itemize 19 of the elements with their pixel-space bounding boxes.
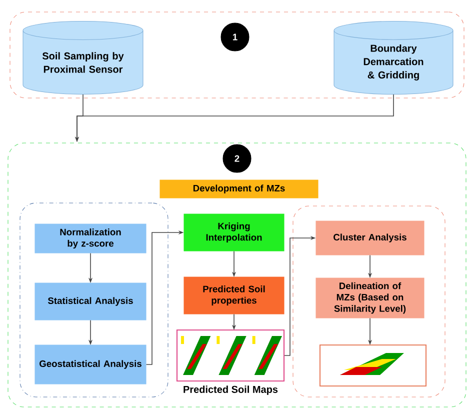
step-number: 1 xyxy=(220,22,250,52)
process-box: Development of MZs xyxy=(160,180,318,198)
process-box: Cluster Analysis xyxy=(316,220,424,256)
process-box: Statistical Analysis xyxy=(34,282,146,320)
process-box: Geostatistical Analysis xyxy=(34,344,146,384)
step-number: 2 xyxy=(222,144,252,173)
maps-panel: Predicted Soil Maps xyxy=(176,329,285,395)
group-frame xyxy=(20,202,168,398)
map-panel xyxy=(319,344,427,387)
process-box: Normalization by z-score xyxy=(34,224,146,254)
process-box: Predicted Soil properties xyxy=(184,276,284,314)
group-frame xyxy=(8,142,466,408)
data-cylinder: Soil Sampling by Proximal Sensor xyxy=(22,20,144,95)
group-frame xyxy=(10,12,464,98)
data-cylinder: Boundary Demarcation & Gridding xyxy=(334,21,454,95)
group-frame xyxy=(292,206,446,398)
process-box: Kriging Interpolation xyxy=(184,214,284,252)
process-box: Delineation of MZs (Based on Similarity Level) xyxy=(316,278,424,318)
node-label: Predicted Soil Maps xyxy=(184,386,278,395)
